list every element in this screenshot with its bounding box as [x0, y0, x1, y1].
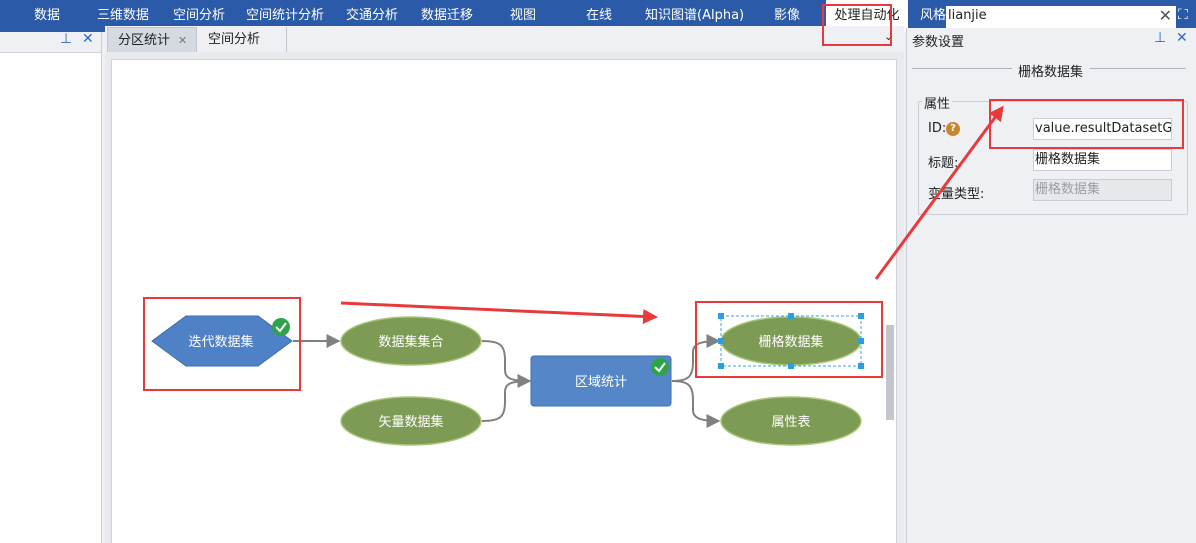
annotation-box-menu — [822, 4, 892, 46]
connector-vector-to-zonal — [481, 380, 531, 422]
check-icon-mark — [654, 362, 666, 373]
annotation-box-iterator — [143, 297, 301, 391]
raster-dataset-label: 栅格数据集 — [758, 334, 823, 350]
tab-zonal-statistics[interactable]: 分区统计 ✕ — [107, 27, 197, 52]
left-panel-header — [0, 32, 101, 53]
divider — [1090, 68, 1186, 69]
annotation-box-id — [989, 99, 1184, 149]
iterator-node-label: 迭代数据集 — [188, 334, 253, 350]
menu-spatial-statistics[interactable]: 空间统计分析 — [246, 8, 325, 23]
close-icon[interactable]: ✕ — [82, 31, 94, 47]
connector-collection-to-zonal — [481, 340, 532, 388]
connector-zonal-to-attribute — [671, 380, 721, 428]
connector-zonal-to-raster — [671, 334, 721, 382]
tab-spatial-analysis[interactable]: 空间分析 — [199, 27, 287, 52]
properties-group-label: 属性 — [922, 93, 953, 112]
menu-data[interactable]: 数据 — [34, 8, 61, 23]
menu-spatial-analysis[interactable]: 空间分析 — [173, 8, 226, 23]
pin-icon[interactable]: ⊥ — [60, 31, 73, 47]
vector-dataset-label: 矢量数据集 — [378, 414, 443, 430]
help-icon[interactable]: ? — [946, 122, 960, 136]
node-title: 栅格数据集 — [1018, 65, 1084, 80]
attribute-table-node[interactable] — [720, 396, 862, 446]
dataset-collection-label: 数据集集合 — [378, 334, 443, 350]
title-field[interactable]: 栅格数据集 — [1033, 149, 1172, 171]
panel-title: 参数设置 — [912, 35, 965, 50]
title-label: 标题: — [928, 156, 959, 171]
vector-dataset-node[interactable] — [340, 396, 482, 446]
left-panel — [0, 32, 102, 543]
annotation-box-raster — [695, 301, 883, 378]
variable-type-field: 栅格数据集 — [1033, 179, 1172, 201]
menu-data-migration[interactable]: 数据迁移 — [421, 8, 474, 23]
document-tab-bar — [105, 26, 904, 52]
variable-type-label: 变量类型: — [928, 187, 985, 202]
attribute-table-label: 属性表 — [771, 415, 810, 430]
menu-imagery[interactable]: 影像 — [774, 8, 801, 23]
zonal-statistics-label: 区域统计 — [575, 375, 627, 390]
expand-icon[interactable]: ⛶ — [1178, 7, 1188, 23]
id-label: ID: — [928, 121, 947, 136]
menu-traffic-analysis[interactable]: 交通分析 — [346, 8, 399, 23]
clear-search-icon[interactable]: ✕ — [1158, 6, 1172, 25]
zonal-statistics-node[interactable] — [530, 355, 672, 407]
menu-3d-data[interactable]: 三维数据 — [97, 8, 150, 23]
menu-knowledge-graph[interactable]: 知识图谱(Alpha) — [645, 8, 745, 23]
check-icon-mark — [275, 322, 287, 333]
search-value: lianjie — [948, 8, 987, 23]
pin-icon[interactable]: ⊥ — [1154, 30, 1167, 46]
close-tab-icon[interactable]: ✕ — [178, 34, 188, 47]
divider — [912, 68, 1012, 69]
tab-label: 分区统计 — [118, 33, 171, 48]
id-field[interactable]: value.resultDatasetGrid — [1033, 118, 1172, 140]
iterator-node[interactable] — [151, 315, 293, 367]
selection-handles[interactable] — [718, 313, 864, 369]
chevron-down-icon[interactable]: ⌄ — [884, 30, 894, 43]
check-icon — [651, 358, 669, 376]
menu-view[interactable]: 视图 — [510, 8, 537, 23]
tab-label: 空间分析 — [208, 32, 261, 47]
search-input[interactable]: lianjie ✕ — [946, 6, 1176, 28]
close-icon[interactable]: ✕ — [1176, 30, 1188, 46]
vertical-scrollbar[interactable] — [886, 325, 894, 420]
menu-online[interactable]: 在线 — [586, 8, 613, 23]
check-icon — [272, 318, 290, 336]
